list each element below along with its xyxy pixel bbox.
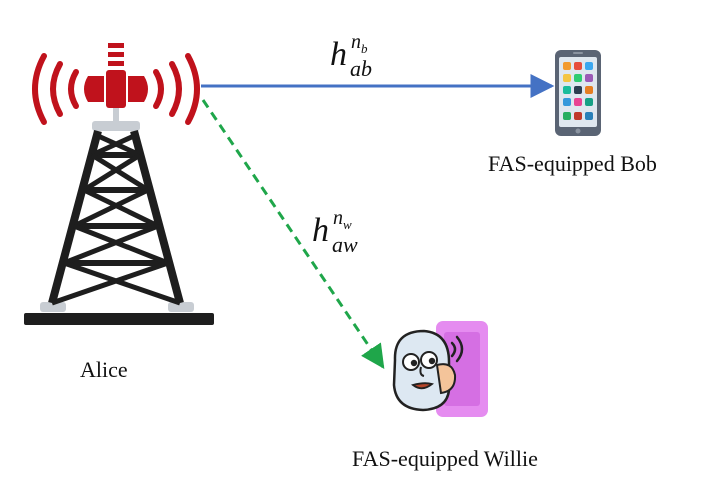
bob-label: FAS-equipped Bob (488, 151, 657, 176)
alice-to-willie-link (201, 99, 385, 369)
channel-subscript: ab (350, 56, 372, 81)
channel-subscript: aw (332, 232, 358, 257)
smartphone-icon (555, 50, 601, 136)
channel-superscript: nw (333, 207, 352, 232)
alice-label: Alice (80, 357, 128, 382)
cell-tower-icon (24, 104, 214, 325)
signal-waves-icon (32, 43, 200, 125)
eavesdropper-face-icon (392, 321, 488, 417)
channel-label-ab: h nb ab (330, 31, 372, 81)
willie-label: FAS-equipped Willie (352, 446, 538, 471)
channel-superscript: nb (351, 31, 368, 56)
channel-label-aw: h nw aw (312, 207, 358, 257)
